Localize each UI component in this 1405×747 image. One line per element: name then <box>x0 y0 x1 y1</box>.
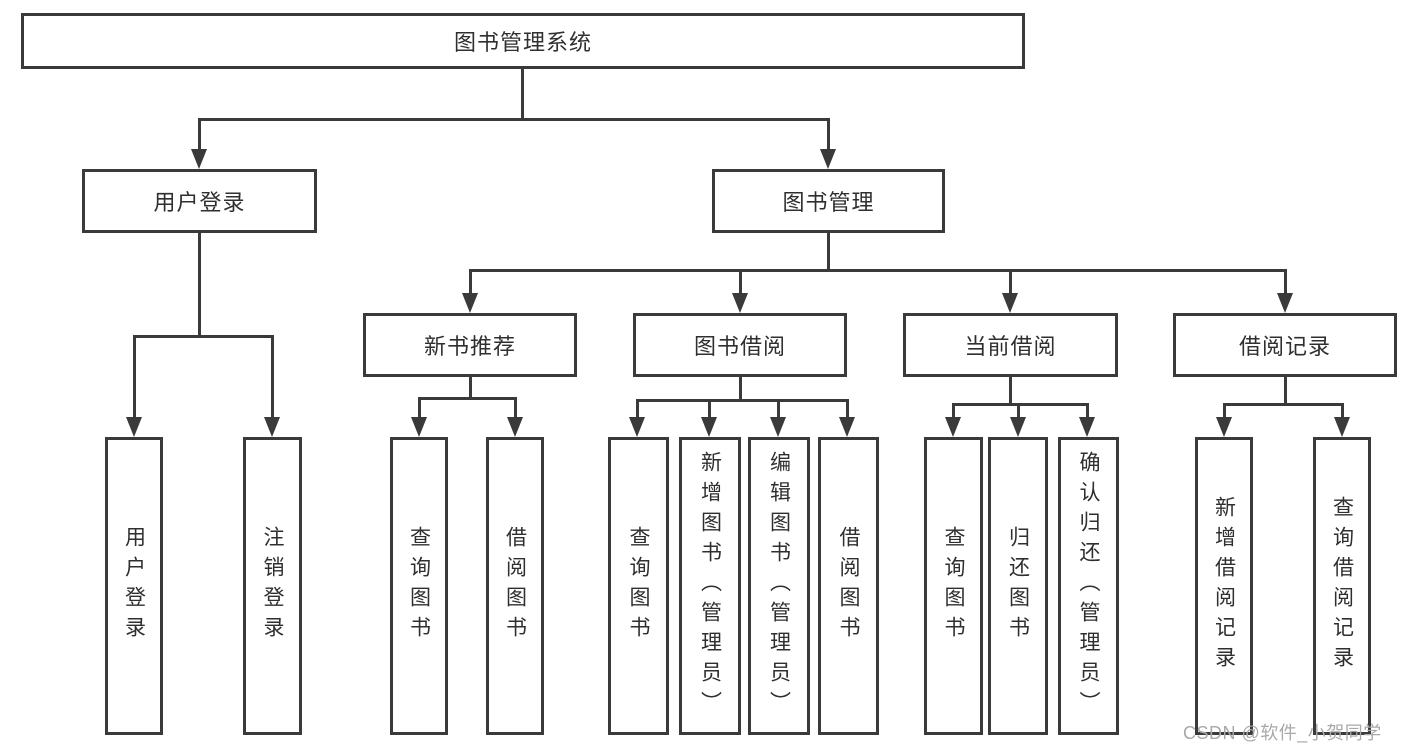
arrow-down-icon <box>1079 417 1095 437</box>
connector-line <box>1009 269 1012 295</box>
connector-line <box>1086 403 1089 419</box>
arrow-down-icon <box>191 149 207 169</box>
arrow-down-icon <box>732 293 748 313</box>
connector-line <box>827 118 830 151</box>
connector-line <box>708 399 711 419</box>
arrow-down-icon <box>1334 417 1350 437</box>
connector-line <box>133 335 136 419</box>
leaf-label: 新增借阅记录 <box>1212 496 1236 676</box>
node-book-borrow: 图书借阅 <box>633 313 847 377</box>
arrow-down-icon <box>770 417 786 437</box>
leaf-edit-books-admin: 编辑图书（管理员） <box>748 437 810 735</box>
arrow-down-icon <box>264 417 280 437</box>
leaf-user-login: 用户登录 <box>105 437 163 735</box>
leaf-label: 查询图书 <box>627 526 650 646</box>
node-library-system: 图书管理系统 <box>21 13 1025 69</box>
leaf-label: 确认归还（管理员） <box>1077 451 1100 721</box>
connector-line <box>846 399 849 419</box>
arrow-down-icon <box>1216 417 1232 437</box>
connector-line <box>1017 403 1020 419</box>
arrow-down-icon <box>820 149 836 169</box>
arrow-down-icon <box>1010 417 1026 437</box>
arrow-down-icon <box>701 417 717 437</box>
leaf-query-books-borrow: 查询图书 <box>608 437 669 735</box>
leaf-query-books-recommend: 查询图书 <box>390 437 448 735</box>
watermark: CSDN @软件_小贺同学 <box>1183 723 1382 743</box>
leaf-label: 查询图书 <box>942 526 965 646</box>
arrow-down-icon <box>126 417 142 437</box>
leaf-label: 新增图书（管理员） <box>698 451 722 721</box>
connector-line <box>1223 403 1344 406</box>
node-label: 图书管理系统 <box>453 30 592 55</box>
connector-line <box>636 399 639 419</box>
node-label: 图书借阅 <box>693 334 786 359</box>
connector-line <box>952 403 1089 406</box>
connector-line <box>271 335 274 419</box>
connector-line <box>133 335 274 338</box>
connector-line <box>1009 377 1012 405</box>
leaf-add-borrow-record: 新增借阅记录 <box>1195 437 1253 735</box>
connector-line <box>777 399 780 419</box>
node-user-login: 用户登录 <box>82 169 317 233</box>
connector-line <box>514 397 517 419</box>
connector-line <box>1284 377 1287 405</box>
connector-line <box>198 118 201 151</box>
node-borrow-records: 借阅记录 <box>1173 313 1397 377</box>
node-label: 借阅记录 <box>1238 334 1331 359</box>
arrow-down-icon <box>1002 293 1018 313</box>
connector-line <box>521 69 524 120</box>
connector-line <box>469 269 1287 272</box>
leaf-borrow-books: 借阅图书 <box>818 437 879 735</box>
leaf-label: 注销登录 <box>261 526 284 646</box>
leaf-borrow-books-recommend: 借阅图书 <box>486 437 544 735</box>
node-label: 图书管理 <box>782 190 875 215</box>
arrow-down-icon <box>411 417 427 437</box>
leaf-label: 借阅图书 <box>837 526 860 646</box>
connector-line <box>827 233 830 272</box>
connector-line <box>198 118 830 121</box>
connector-line <box>1284 269 1287 295</box>
leaf-label: 借阅图书 <box>503 526 527 646</box>
node-current-borrow: 当前借阅 <box>903 313 1118 377</box>
arrow-down-icon <box>839 417 855 437</box>
connector-line <box>1341 403 1344 419</box>
node-label: 新书推荐 <box>423 334 516 359</box>
leaf-label: 查询借阅记录 <box>1330 496 1354 676</box>
node-label: 当前借阅 <box>964 334 1057 359</box>
connector-line <box>739 269 742 295</box>
leaf-label: 编辑图书（管理员） <box>767 451 791 721</box>
arrow-down-icon <box>1277 293 1293 313</box>
connector-line <box>739 377 742 401</box>
connector-line <box>198 233 201 337</box>
leaf-add-books-admin: 新增图书（管理员） <box>679 437 741 735</box>
leaf-query-borrow-record: 查询借阅记录 <box>1313 437 1371 735</box>
leaf-label: 归还图书 <box>1006 526 1030 646</box>
arrow-down-icon <box>629 417 645 437</box>
connector-line <box>418 397 517 400</box>
leaf-query-books-current: 查询图书 <box>924 437 983 735</box>
node-new-book-recommend: 新书推荐 <box>363 313 577 377</box>
leaf-logout: 注销登录 <box>243 437 302 735</box>
leaf-return-books: 归还图书 <box>988 437 1048 735</box>
connector-line <box>469 269 472 295</box>
connector-line <box>418 397 421 419</box>
arrow-down-icon <box>507 417 523 437</box>
node-label: 用户登录 <box>153 190 246 215</box>
leaf-label: 查询图书 <box>407 526 431 646</box>
connector-line <box>952 403 955 419</box>
connector-line <box>636 399 849 402</box>
leaf-confirm-return-admin: 确认归还（管理员） <box>1058 437 1119 735</box>
arrow-down-icon <box>462 293 478 313</box>
connector-line <box>1223 403 1226 419</box>
connector-line <box>469 377 472 399</box>
arrow-down-icon <box>945 417 961 437</box>
node-book-management: 图书管理 <box>712 169 945 233</box>
leaf-label: 用户登录 <box>122 526 146 646</box>
